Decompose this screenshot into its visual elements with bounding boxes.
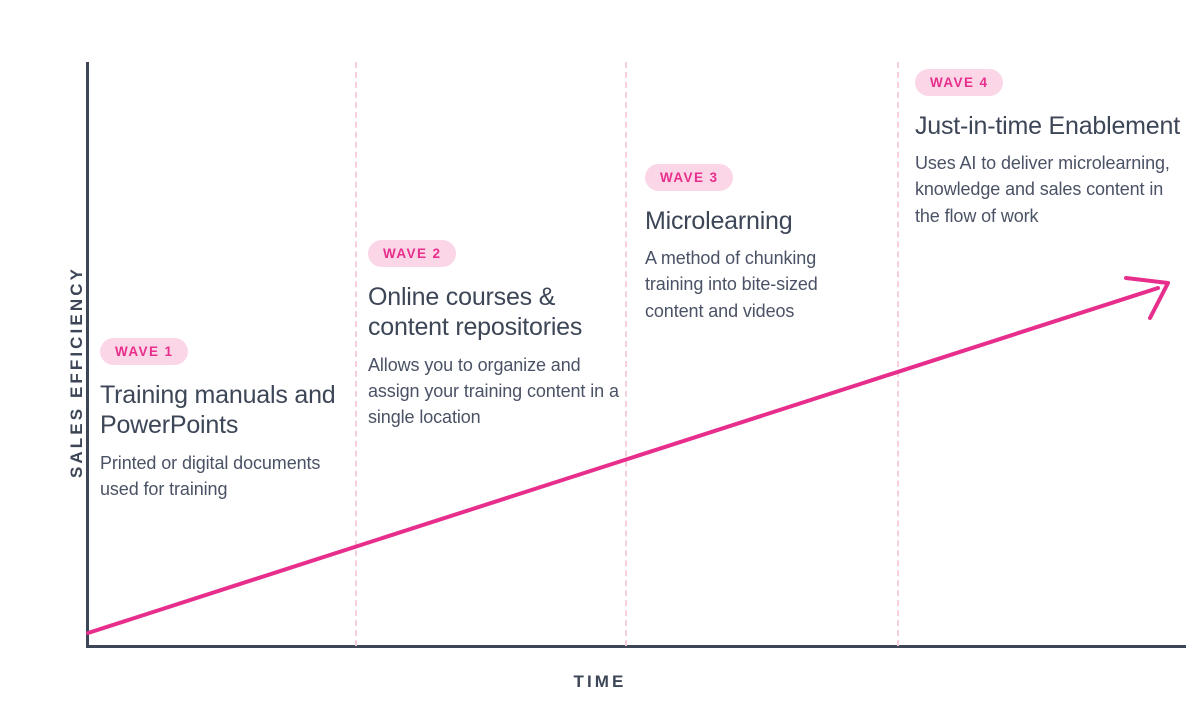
wave-divider-2: [625, 62, 627, 646]
wave-title-2: Online courses & content repositories: [368, 282, 583, 342]
wave-description-2: Allows you to organize and assign your t…: [368, 354, 619, 428]
wave-divider-1: [355, 62, 357, 646]
wave-title-3: Microlearning: [645, 206, 793, 235]
wave-column-1: WAVE 1 Training manuals and PowerPoints …: [100, 338, 340, 502]
wave-column-3: WAVE 3 Microlearning A method of chunkin…: [645, 164, 875, 324]
wave-description-4: Uses AI to deliver microlearning, knowle…: [915, 153, 1170, 226]
wave-title-1: Training manuals and PowerPoints: [100, 380, 336, 440]
wave-title-4: Just-in-time Enablement: [915, 111, 1180, 140]
wave-badge-3: WAVE 3: [645, 164, 734, 191]
wave-description-1: Printed or digital documents used for tr…: [100, 452, 321, 499]
wave-column-4: WAVE 4 Just-in-time Enablement Uses AI t…: [915, 69, 1180, 229]
wave-badge-4: WAVE 4: [915, 69, 1004, 96]
wave-divider-3: [897, 62, 899, 646]
wave-column-2: WAVE 2 Online courses & content reposito…: [368, 240, 623, 431]
x-axis-label: TIME: [573, 672, 627, 691]
wave-description-3: A method of chunking training into bite-…: [645, 248, 818, 321]
y-axis-label: SALES EFFICIENCY: [67, 265, 86, 479]
x-axis-line: [86, 645, 1186, 648]
wave-badge-1: WAVE 1: [100, 338, 189, 365]
wave-badge-2: WAVE 2: [368, 240, 457, 267]
